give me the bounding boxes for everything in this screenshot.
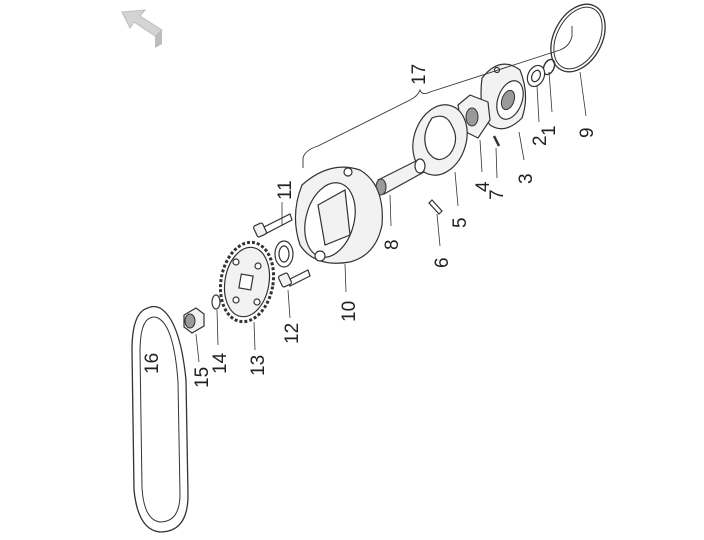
circlip [542,58,556,76]
callout-10: 10 [339,301,360,322]
bolt-upper [252,213,293,238]
pump-body [294,166,383,264]
nut [183,307,205,334]
washer-sprocket [211,294,221,310]
callout-13: 13 [248,355,269,376]
callout-6: 6 [432,257,453,268]
bolt-lower [277,269,311,288]
callout-15: 15 [192,367,213,388]
outer-rotor [412,104,468,176]
dowel-pin [492,135,501,147]
drive-chain [131,305,189,533]
callout-1: 1 [539,125,560,136]
callout-16: 16 [142,353,163,374]
callout-labels: 1 2 3 4 5 6 7 8 9 10 11 12 13 14 15 16 1… [142,64,598,388]
sprocket [218,240,276,324]
callout-5: 5 [450,217,471,228]
pump-shaft [375,158,426,196]
washer-flat [274,240,294,268]
orientation-arrow-icon [121,9,163,48]
callout-4: 4 [473,181,494,192]
leader-lines [195,71,587,363]
callout-3: 3 [516,173,537,184]
pump-cover [480,63,527,130]
callout-12: 12 [282,323,303,344]
callout-11: 11 [275,180,296,200]
callout-7: 7 [487,189,508,200]
washer-small [526,64,546,88]
pin [428,199,443,215]
callout-14: 14 [210,352,231,374]
callout-17: 17 [409,64,430,85]
callout-9: 9 [577,127,598,138]
group-bracket [302,26,573,168]
callout-2: 2 [530,135,551,146]
o-ring-large [550,3,606,73]
callout-8: 8 [382,239,403,250]
